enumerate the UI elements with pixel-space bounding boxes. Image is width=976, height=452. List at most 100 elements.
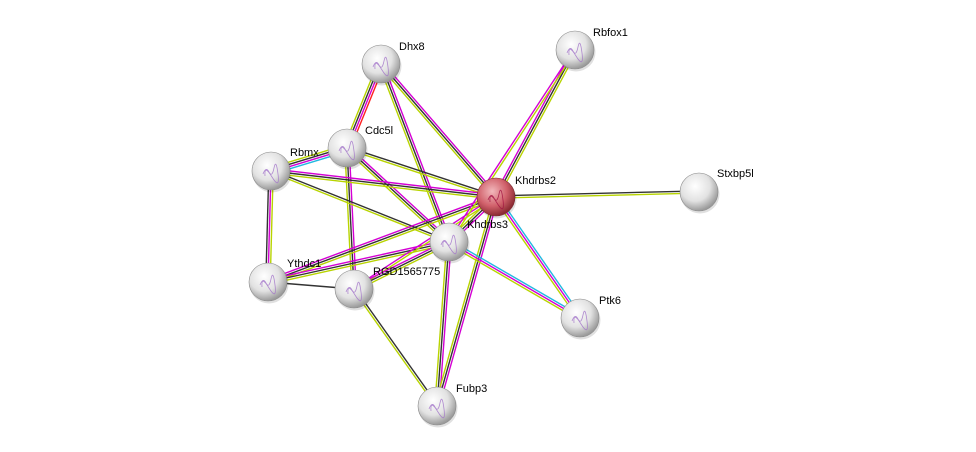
evidence-line-experiments [271, 168, 497, 196]
evidence-line-coexpression [347, 146, 497, 197]
evidence-line-coexpression [380, 63, 450, 243]
node-bubble [560, 298, 600, 338]
evidence-line-textmining [346, 148, 496, 199]
evidence-line-coexpression [354, 287, 439, 406]
evidence-line-experiments [493, 48, 574, 197]
evidence-line-experiments [348, 145, 451, 241]
node-bubble [327, 128, 367, 168]
evidence-line-coexpression [436, 241, 450, 407]
edge-Khdrbs2-Ptk6[interactable] [493, 195, 583, 320]
protein-structure-icon [566, 42, 583, 63]
evidence-line-textmining [270, 171, 449, 244]
node-Rbfox1[interactable]: Rbfox1 [555, 27, 628, 72]
evidence-line-textmining [447, 243, 580, 321]
protein-structure-icon [262, 163, 279, 184]
evidence-line-experiments [438, 197, 499, 407]
edge-Khdrbs3-Rbfox1[interactable] [447, 49, 577, 243]
evidence-line-experiments [266, 194, 496, 281]
node-label: Rbfox1 [593, 27, 628, 39]
node-Khdrbs3[interactable]: Khdrbs3 [429, 219, 508, 264]
protein-structure-icon [345, 281, 362, 302]
protein-structure-icon [428, 398, 445, 419]
evidence-line-database [449, 239, 582, 317]
edge-Rbmx-Khdrbs3[interactable] [270, 169, 450, 244]
node-bubble [679, 172, 719, 212]
evidence-line-coexpression [346, 147, 450, 243]
edge-Khdrbs2-Rbfox1[interactable] [493, 48, 578, 199]
evidence-line-coexpression [271, 169, 450, 242]
node-bubble [476, 177, 516, 217]
evidence-line-coexpression [270, 170, 497, 198]
evidence-line-coexpression [436, 196, 497, 407]
evidence-line-experiments [353, 195, 496, 289]
node-Rbmx[interactable]: Rbmx [251, 147, 319, 193]
node-Khdrbs2[interactable]: Khdrbs2 [476, 175, 556, 219]
node-label: Fubp3 [456, 383, 487, 395]
edge-RGD1565775-Fubp3[interactable] [352, 287, 439, 408]
node-label: Ythdc1 [287, 258, 321, 270]
node-label: Khdrbs3 [467, 219, 508, 231]
node-Ptk6[interactable]: Ptk6 [560, 295, 621, 340]
node-bubble [334, 269, 374, 309]
evidence-line-textmining [270, 172, 496, 200]
evidence-line-textmining [345, 149, 448, 245]
protein-structure-icon [259, 274, 276, 295]
node-Fubp3[interactable]: Fubp3 [417, 383, 487, 428]
protein-structure-icon [440, 234, 457, 255]
evidence-line-textmining [496, 192, 700, 199]
protein-structure-icon [571, 310, 588, 331]
edge-Khdrbs2-Stxbp5l[interactable] [495, 190, 700, 199]
node-Cdc5l[interactable]: Cdc5l [327, 125, 393, 170]
evidence-line-experiments [438, 242, 452, 407]
node-bubble [248, 262, 288, 302]
edge-Cdc5l-Khdrbs3[interactable] [345, 145, 451, 245]
node-Stxbp5l[interactable]: Stxbp5l [679, 168, 754, 214]
edge-Cdc5l-Khdrbs2[interactable] [346, 146, 497, 199]
evidence-line-textmining [493, 197, 579, 320]
evidence-line-coexpression [495, 190, 699, 197]
edge-Dhx8-Khdrbs3[interactable] [378, 62, 452, 244]
evidence-line-coexpression [495, 49, 576, 198]
evidence-line-experiments [447, 49, 575, 242]
node-label: Khdrbs2 [515, 175, 556, 187]
evidence-line-coexpression [267, 196, 497, 283]
node-label: RGD1565775 [373, 266, 440, 278]
node-label: Dhx8 [399, 41, 425, 53]
evidence-line-textmining [497, 50, 578, 199]
node-label: Rbmx [290, 147, 319, 159]
evidence-line-experiments [382, 62, 499, 197]
node-label: Stxbp5l [717, 168, 754, 180]
evidence-line-experiments [495, 196, 581, 319]
node-Ythdc1[interactable]: Ythdc1 [248, 258, 321, 304]
node-bubble [417, 386, 457, 426]
edge-Khdrbs3-Ptk6[interactable] [447, 239, 582, 321]
edge-Khdrbs2-Fubp3[interactable] [434, 196, 499, 407]
evidence-line-database [497, 195, 583, 318]
edge-Khdrbs3-Fubp3[interactable] [434, 241, 452, 407]
node-RGD1565775[interactable]: RGD1565775 [334, 266, 440, 311]
evidence-line-textmining [378, 64, 495, 199]
node-bubble [361, 44, 401, 84]
evidence-line-textmining [268, 198, 498, 285]
node-label: Ptk6 [599, 295, 621, 307]
evidence-line-textmining [449, 50, 577, 243]
node-bubble [251, 151, 291, 191]
edge-Ythdc1-Khdrbs2[interactable] [266, 194, 498, 285]
node-bubble [555, 30, 595, 70]
evidence-line-experiments [448, 241, 581, 319]
evidence-line-textmining [378, 64, 448, 244]
evidence-line-textmining [268, 243, 450, 285]
protein-structure-icon [338, 140, 355, 161]
node-Dhx8[interactable]: Dhx8 [361, 41, 425, 86]
edge-Dhx8-Khdrbs2[interactable] [378, 62, 499, 199]
evidence-line-textmining [352, 289, 437, 408]
evidence-line-textmining [434, 241, 448, 406]
edge-Rbmx-Khdrbs2[interactable] [270, 168, 497, 200]
evidence-line-coexpression [380, 63, 497, 198]
node-label: Cdc5l [365, 125, 393, 137]
evidence-line-textmining [434, 196, 495, 406]
node-bubble [429, 222, 469, 262]
